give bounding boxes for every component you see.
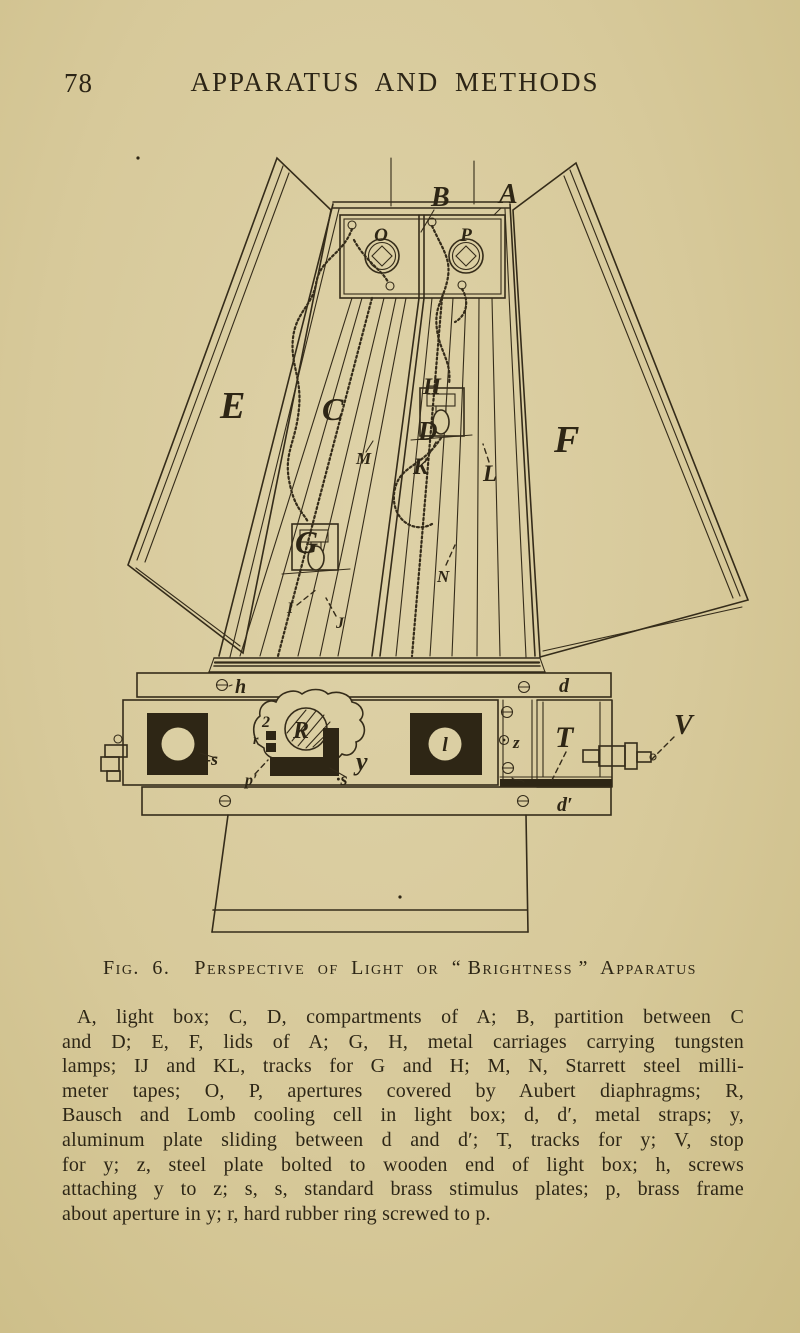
figure-part-label: h — [235, 676, 246, 698]
tracks-kl-right — [395, 296, 501, 658]
figure-part-label: D — [417, 416, 438, 446]
figure-part-label: ·s — [336, 769, 348, 789]
figure-part-label: H — [422, 374, 442, 399]
tracks-ij-left — [239, 296, 407, 658]
lid-f — [512, 161, 750, 659]
figure-part-label: F — [553, 419, 579, 461]
figure-part-label: -s — [205, 749, 218, 769]
lid-e — [127, 156, 332, 655]
hand-and-cooling-cell — [252, 688, 366, 776]
stimulus-plate-left — [147, 713, 208, 775]
lamp-wires — [286, 217, 468, 529]
top-leader-lines — [390, 157, 502, 233]
figure-part-label: R — [292, 718, 309, 744]
screw-head-icon — [517, 680, 531, 694]
legend-line: Bausch and Lomb cooling cell in light bo… — [62, 1104, 744, 1127]
bottom-bar-d-prime — [141, 786, 612, 816]
legend-line: lamps; IJ and KL, tracks for G and H; M,… — [62, 1055, 744, 1078]
figure-part-label: V — [674, 710, 695, 741]
figure-part-label: C — [322, 391, 344, 427]
figure-legend: A, light box; C, D, compartments of A; B… — [62, 1005, 744, 1226]
legend-line: attaching y to z; s, s, standard brass s… — [62, 1178, 744, 1201]
legend-line: about aperture in y; r, hard rubber ring… — [62, 1202, 491, 1225]
screw-head-icon — [501, 761, 515, 775]
aubert-diaphragm-p-icon — [448, 238, 484, 274]
legend-line: aluminum plate sliding between d and d′;… — [62, 1128, 744, 1151]
carriage-g — [281, 523, 351, 575]
page-number: 78 — [64, 68, 93, 98]
legend-line: and D; E, F, lids of A; G, H, metal carr… — [62, 1030, 744, 1053]
label-leader-lines — [199, 440, 675, 781]
figure-part-label: T — [555, 721, 575, 754]
screw-head-icon — [215, 678, 229, 692]
figure-part-label: G — [295, 524, 318, 560]
legend-line: for y; z, steel plate bolted to wooden e… — [62, 1153, 744, 1176]
figure-part-label: z — [512, 733, 520, 752]
figure-part-label: J — [335, 615, 345, 632]
figure-part-label: r — [253, 733, 259, 748]
brass-frame-p — [270, 728, 339, 776]
figure-part-label: l — [442, 734, 448, 756]
partition-b — [371, 297, 425, 657]
figure-part-label: E — [219, 385, 245, 427]
front-bar-h — [136, 672, 612, 698]
back-panel — [339, 214, 506, 299]
left-clamp — [100, 734, 128, 782]
stimulus-plate-right — [410, 713, 482, 775]
figure-part-label: P — [459, 225, 472, 246]
carriage-h — [410, 387, 473, 441]
figure-part-label: y — [353, 747, 368, 776]
figure-part-labels: B A O P E F C HDK L M N G I Jh d d′ y z l R 2r p′ -s ·s T V — [205, 179, 695, 816]
figure-caption: Fig. 6. Perspective of Light or “ Bright… — [103, 957, 697, 979]
stand-block — [211, 814, 529, 933]
figure-part-label: K — [412, 454, 430, 479]
paper-specks — [136, 156, 402, 899]
figure-part-label: p′ — [243, 772, 258, 789]
legend-line: meter tapes; O, P, apertures covered by … — [62, 1079, 744, 1102]
figure-part-label: d′ — [557, 794, 573, 816]
figure-part-label: I — [286, 600, 294, 617]
figure-part-label: M — [355, 449, 372, 468]
light-box-interior — [208, 201, 546, 673]
legend-line: A, light box; C, D, compartments of A; B… — [77, 1006, 744, 1028]
figure-part-label: 2 — [261, 714, 270, 731]
figure-part-label: d — [559, 675, 570, 697]
figure-part-label: O — [374, 225, 388, 246]
right-clamp-stop-v — [582, 742, 657, 770]
figure-part-label: L — [482, 461, 497, 486]
screw-head-icon — [218, 794, 232, 808]
screw-head-icon — [500, 705, 514, 719]
screw-head-icon — [516, 794, 530, 808]
page-header: APPARATUS AND METHODS — [190, 67, 600, 97]
figure-part-label: A — [497, 179, 518, 210]
figure-part-label: B — [430, 182, 450, 213]
z-plate — [498, 705, 525, 783]
figure-part-label: N — [436, 567, 450, 586]
